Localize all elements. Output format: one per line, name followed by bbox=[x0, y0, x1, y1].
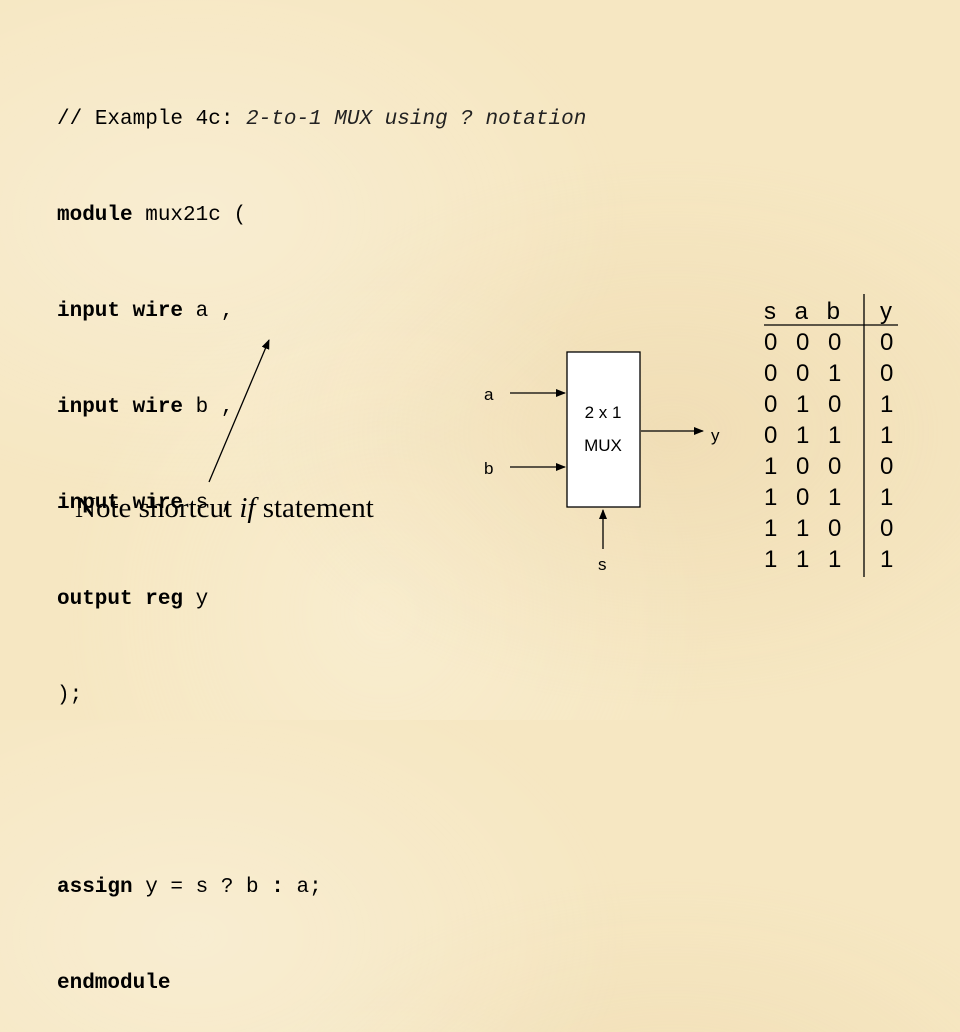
mux-label-line1: 2 x 1 bbox=[585, 403, 622, 422]
input-a-label: a bbox=[484, 385, 494, 404]
note-emphasis: if bbox=[239, 492, 256, 524]
truth-table-row-inputs: 0 1 0 bbox=[764, 391, 848, 418]
mux-label-line2: MUX bbox=[584, 436, 622, 455]
annotation-note: Note shortcut if statement bbox=[75, 492, 374, 524]
truth-table-row-inputs: 1 0 1 bbox=[764, 484, 848, 511]
annotation-arrow bbox=[208, 339, 270, 483]
code-line-close-paren: ); bbox=[57, 684, 83, 707]
truth-table-row-output: 0 bbox=[880, 360, 900, 387]
code-line-input-b: input wire b , bbox=[57, 396, 234, 419]
truth-table-row-inputs: 1 0 0 bbox=[764, 453, 848, 480]
truth-table-row-output: 1 bbox=[880, 391, 900, 418]
mux-block bbox=[566, 351, 641, 508]
output-y-label: y bbox=[711, 426, 720, 445]
code-line-input-a: input wire a , bbox=[57, 300, 234, 323]
truth-table-row-output: 0 bbox=[880, 329, 900, 356]
code-line-blank bbox=[57, 776, 586, 808]
verilog-code-block: // Example 4c: 2-to-1 MUX using ? notati… bbox=[57, 40, 586, 1032]
truth-table-header-output: y bbox=[880, 298, 898, 325]
code-line-endmodule: endmodule bbox=[57, 972, 171, 995]
truth-table-row-inputs: 1 1 1 bbox=[764, 546, 848, 573]
truth-table-row-inputs: 0 0 0 bbox=[764, 329, 848, 356]
truth-table-row-output: 0 bbox=[880, 453, 900, 480]
truth-table-row-inputs: 0 0 1 bbox=[764, 360, 848, 387]
truth-table-header-inputs: s a b bbox=[764, 298, 847, 325]
code-line-output-y: output reg y bbox=[57, 588, 209, 611]
code-line-comment: // Example 4c: 2-to-1 MUX using ? notati… bbox=[57, 108, 587, 131]
select-s-label: s bbox=[598, 555, 607, 574]
truth-table-row-output: 1 bbox=[880, 546, 900, 573]
code-line-module: module mux21c ( bbox=[57, 204, 247, 227]
code-line-assign: assign y = s ? b : a; bbox=[57, 876, 322, 899]
truth-table-row-output: 1 bbox=[880, 484, 900, 511]
input-b-label: b bbox=[484, 459, 493, 478]
truth-table-row-inputs: 1 1 0 bbox=[764, 515, 848, 542]
truth-table-row-output: 1 bbox=[880, 422, 900, 449]
code-line-input-s: input wire s , bbox=[57, 492, 234, 515]
truth-table-row-inputs: 0 1 1 bbox=[764, 422, 848, 449]
mux-diagram: 2 x 1 MUX a b y s bbox=[208, 294, 898, 577]
truth-table-row-output: 0 bbox=[880, 515, 900, 542]
